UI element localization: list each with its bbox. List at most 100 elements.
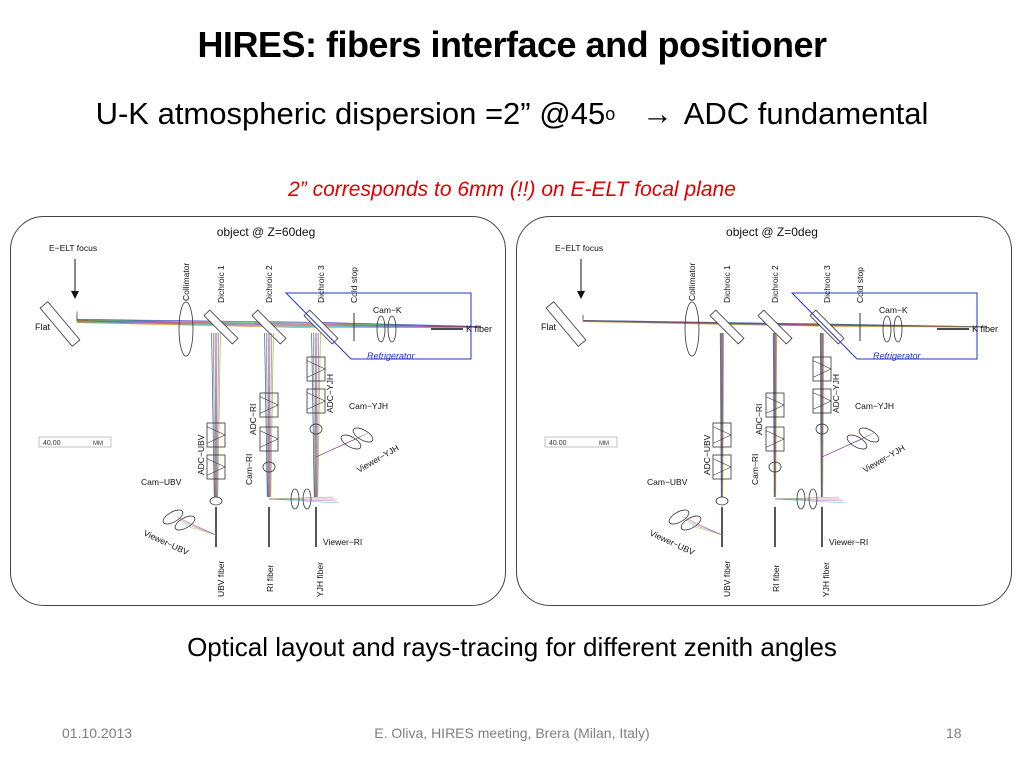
cam-k-lens-2	[387, 315, 397, 343]
label-yjh-fiber: YJH fiber	[821, 562, 831, 597]
adc-ubv-block-1-prism	[712, 426, 732, 444]
label-dichroic1: Dichroic 1	[722, 265, 732, 303]
adc-yjh-block-2	[812, 388, 832, 414]
adc-ubv-block-2-prism	[206, 458, 226, 476]
dichroic1-plate	[709, 309, 745, 345]
cam-k-lens-1	[376, 315, 386, 343]
ray-main-5	[582, 321, 988, 328]
adc-ri-block-1-prism	[259, 396, 279, 414]
label-flat: Flat	[541, 322, 557, 332]
ray-ri-5	[270, 332, 274, 498]
adc-yjh-block-2-box	[306, 388, 326, 414]
footer-meeting: E. Oliva, HIRES meeting, Brera (Milan, I…	[374, 725, 650, 741]
label-cam-yjh: Cam−YJH	[349, 401, 388, 411]
viewer-ubv-lens-1-shape	[668, 509, 690, 525]
label-dichroic3: Dichroic 3	[316, 265, 326, 303]
ray-ubv-3	[216, 332, 218, 498]
label-adc-ubv: ADC−UBV	[196, 434, 206, 475]
label-ri-fiber: RI fiber	[265, 564, 275, 592]
ray-ri-1	[773, 332, 775, 498]
flat-mirror	[545, 301, 587, 347]
scale-bar	[38, 436, 112, 448]
label-cam-ubv: Cam−UBV	[647, 477, 688, 487]
focus-arrow-head	[577, 291, 585, 299]
label-viewer-ubv: Viewer−UBV	[648, 528, 696, 558]
dichroic2-plate	[251, 309, 287, 345]
figure-caption: Optical layout and rays-tracing for diff…	[187, 632, 837, 662]
adc-ubv-block-2-prism	[712, 458, 732, 476]
ray-viewer-ubv-3	[185, 525, 217, 536]
viewer-yjh-lens-2-shape	[352, 427, 374, 443]
cam-k-lens-1	[882, 315, 892, 343]
ray-ubv-0	[211, 332, 215, 498]
cam-k-lens-1-shape	[882, 315, 892, 343]
ray-ri-0	[264, 332, 268, 498]
ray-ubv-2	[214, 332, 216, 498]
label-dichroic1: Dichroic 1	[216, 265, 226, 303]
adc-ri-block-2-box	[259, 426, 279, 452]
ray-yjh-2	[314, 332, 316, 498]
dichroic3-plate	[809, 309, 845, 345]
adc-ri-block-2	[765, 426, 785, 452]
ray-ri-2	[267, 332, 269, 498]
ray-ri-5	[775, 332, 778, 498]
ray-viewer-yjh-3	[821, 432, 875, 458]
label-dichroic3: Dichroic 3	[822, 265, 832, 303]
adc-ubv-block-1-prism	[206, 426, 226, 444]
adc-ri-block-1	[259, 392, 279, 418]
cam-ri-lens-shape	[768, 461, 782, 473]
label-cam-yjh: Cam−YJH	[855, 401, 894, 411]
ray-main-4	[76, 321, 482, 328]
flat-mirror	[39, 301, 81, 347]
viewer-ubv-lens-1	[668, 509, 690, 525]
scale-bar	[544, 436, 618, 448]
ray-main-2	[76, 320, 482, 328]
ray-ubv-0	[719, 332, 722, 498]
cam-yjh-lens-shape	[309, 423, 323, 435]
adc-yjh-block-1	[812, 356, 832, 382]
label-adc-ubv: ADC−UBV	[702, 434, 712, 475]
ray-viewer-ubv-1	[179, 519, 217, 536]
label-scale: 40.00	[549, 440, 567, 447]
ray-main-5	[76, 322, 482, 329]
cam-k-lens-1-shape	[376, 315, 386, 343]
ray-viewer-ri-2	[268, 498, 338, 502]
adc-ri-block-1-prism	[765, 396, 785, 414]
ray-yjh-1	[820, 332, 822, 498]
ray-yjh-5	[317, 332, 321, 498]
cam-k-lens-2	[893, 315, 903, 343]
ray-ubv-5	[722, 332, 725, 498]
dichroic3-plate	[303, 309, 339, 345]
viewer-yjh-lens-1-shape	[846, 434, 868, 450]
ray-ri-0	[772, 332, 775, 498]
label-scale-unit: MM	[599, 441, 609, 447]
adc-ubv-block-1	[206, 422, 226, 448]
label-adc-ri: ADC−RI	[754, 404, 764, 435]
ray-viewer-ubv-2	[688, 522, 723, 536]
ray-viewer-ubv-1	[685, 519, 723, 536]
label-dichroic2: Dichroic 2	[264, 265, 274, 303]
label-cold-stop: Cold stop	[855, 267, 865, 303]
ray-viewer-ri-2	[774, 498, 844, 502]
ray-yjh-4	[316, 332, 319, 498]
label-ubv-fiber: UBV fiber	[722, 560, 732, 597]
subtitle-text: U-K atmospheric dispersion =2” @45	[95, 96, 606, 131]
adc-ubv-block-2	[206, 454, 226, 480]
viewer-ubv-lens-1-shape	[162, 509, 184, 525]
collimator-lens-shape	[178, 301, 194, 357]
viewer-ubv-lens-1	[162, 509, 184, 525]
ray-ri-3	[269, 332, 271, 498]
collimator-lens	[178, 301, 194, 357]
viewer-yjh-lens-1-shape	[340, 434, 362, 450]
viewer-yjh-lens-1	[846, 434, 868, 450]
dichroic2-plate	[757, 309, 793, 345]
adc-ri-block-1-box	[259, 392, 279, 418]
cam-yjh-lens	[815, 423, 829, 435]
ray-yjh-5	[822, 332, 825, 498]
ray-viewer-yjh-3	[315, 432, 369, 458]
refrigerator-outline	[284, 292, 472, 360]
cam-k-lens-2-shape	[387, 315, 397, 343]
label-refrigerator: Refrigerator	[873, 351, 922, 361]
